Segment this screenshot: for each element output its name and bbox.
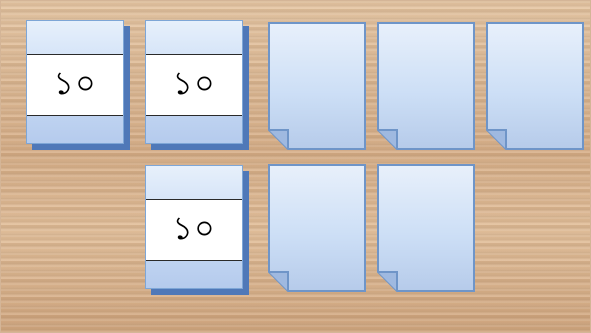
paper-sheet-4 — [268, 164, 366, 292]
sheet-icon — [268, 164, 366, 292]
paper-sheet-3 — [486, 22, 584, 150]
sheet-icon — [377, 22, 475, 150]
paper-sheet-1 — [268, 22, 366, 150]
sheet-icon — [486, 22, 584, 150]
sheet-icon — [377, 164, 475, 292]
card-number-label: ১০ — [146, 199, 242, 261]
number-card-2: ১০ — [145, 20, 243, 144]
paper-sheet-5 — [377, 164, 475, 292]
number-card-1: ১০ — [26, 20, 124, 144]
paper-sheet-2 — [377, 22, 475, 150]
number-card-3: ১০ — [145, 165, 243, 289]
sheet-icon — [268, 22, 366, 150]
card-number-label: ১০ — [146, 54, 242, 116]
card-number-label: ১০ — [27, 54, 123, 116]
